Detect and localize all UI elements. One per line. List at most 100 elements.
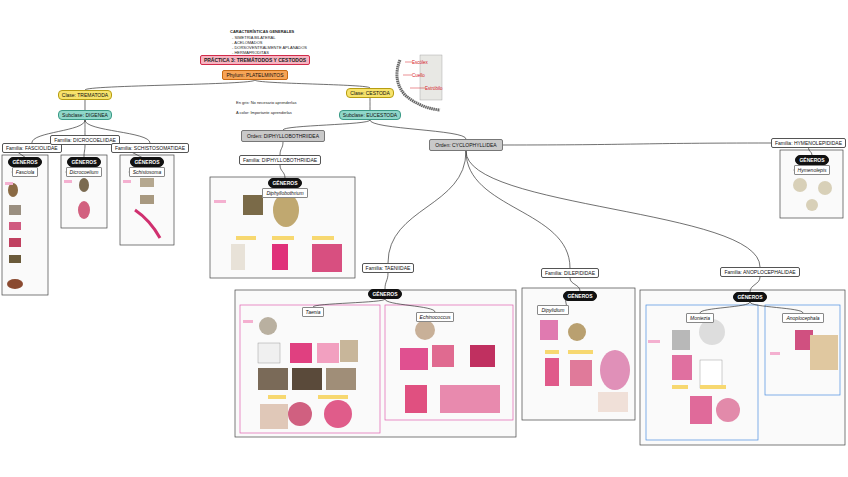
connector — [255, 80, 370, 88]
connector — [750, 302, 803, 313]
taxon-label: Familia: FASCIOLIDAE — [6, 145, 58, 151]
taxon-label: Taenia — [306, 309, 321, 315]
taxon-box: Familia: ANOPLOCEPHALIDAE — [720, 267, 799, 277]
taxon-label: GÉNEROS — [272, 180, 297, 186]
taxon-label: Phylum: PLATELMINTOS — [226, 72, 283, 78]
connector — [280, 142, 283, 155]
taxon-label: Fasciola — [16, 169, 35, 175]
taxon-label: Orden: CYCLOPHYLLIDEA — [435, 142, 496, 148]
specimen-images — [7, 178, 838, 429]
note-label: Cuello — [412, 73, 425, 78]
connector — [370, 98, 371, 110]
tag-chips — [5, 180, 780, 399]
taxon-label: GÉNEROS — [799, 157, 824, 163]
note-label: A color: Importante aprenderlas — [236, 110, 292, 115]
connector — [280, 165, 285, 178]
taxon-label: Subclase: DIGENEA — [62, 112, 108, 118]
taxon-box: Taenia — [302, 307, 325, 317]
connector — [809, 148, 812, 155]
taxon-label: Orden: DIPHYLLOBOTHRIIDEA — [247, 133, 319, 139]
taxon-box: Anoplocephala — [782, 313, 823, 323]
taxon-box: GÉNEROS — [563, 291, 596, 301]
taxon-box: Fasciola — [12, 167, 39, 177]
sub-panels — [240, 305, 840, 440]
taxon-box: GÉNEROS — [8, 157, 41, 167]
taxon-label: Dicrocoelium — [70, 169, 99, 175]
taxon-box: Diphyllobothrium — [262, 188, 307, 198]
taxon-box: Subclase: DIGENEA — [58, 110, 112, 120]
note-label: - HERMAFRODITAS — [232, 50, 269, 55]
connector — [84, 100, 85, 110]
taxon-label: GÉNEROS — [372, 291, 397, 297]
taxon-box: GÉNEROS — [368, 289, 401, 299]
taxon-label: Anoplocephala — [786, 315, 819, 321]
taxon-label: Familia: HYMENOLEPIDIDAE — [775, 140, 842, 146]
note-label: En gris: No necesario aprenderlas — [236, 100, 296, 105]
taxon-box: Clase: CESTODA — [346, 88, 394, 98]
taxon-box: GÉNEROS — [268, 178, 301, 188]
taxon-box: Orden: DIPHYLLOBOTHRIIDEA — [241, 130, 325, 142]
note-label: CARACTERÍSTICAS GENERALES — [230, 29, 294, 34]
taxon-box: Familia: SCHISTOSOMATIDAE — [111, 143, 189, 153]
taxon-label: Familia: DILEPIDIDAE — [545, 270, 595, 276]
taxon-label: PRÁCTICA 3: TREMÁTODOS Y CESTODOS — [204, 57, 306, 63]
taxon-label: Echinococcus — [420, 314, 451, 320]
connector — [370, 120, 466, 139]
connector — [385, 299, 435, 312]
taxon-label: Familia: DIPHYLLOBOTHRIIDAE — [243, 157, 317, 163]
taxon-label: Diphyllobothrium — [266, 190, 303, 196]
note-label: - SIMETRÍA BILATERAL — [232, 35, 276, 40]
taxon-box: Phylum: PLATELMINTOS — [222, 70, 287, 80]
connector — [570, 278, 580, 291]
taxon-box: GÉNEROS — [795, 155, 828, 165]
taxon-label: Familia: DICROCOELIIDAE — [54, 137, 116, 143]
note-label: Estróbilo — [425, 86, 443, 91]
taxon-label: Clase: CESTODA — [350, 90, 390, 96]
taxon-label: GÉNEROS — [134, 159, 159, 165]
taxon-box: Dicrocoelium — [66, 167, 103, 177]
taxon-box: Familia: HYMENOLEPIDIDAE — [771, 138, 846, 148]
connector — [385, 273, 388, 289]
note-label: Escólex — [412, 60, 428, 65]
connector — [750, 277, 760, 292]
taxon-box: Familia: DIPHYLLOBOTHRIIDAE — [239, 155, 321, 165]
connector — [313, 299, 385, 307]
connector — [388, 151, 466, 263]
taxon-label: GÉNEROS — [567, 293, 592, 299]
cestode-figure — [397, 55, 442, 110]
taxon-label: Familia: ANOPLOCEPHALIDAE — [724, 269, 795, 275]
taxon-label: GÉNEROS — [71, 159, 96, 165]
genus-panels — [2, 150, 845, 445]
note-label: - DORSOVENTRALMENTE APLANADOS — [232, 45, 307, 50]
connector — [700, 302, 750, 313]
taxon-box: Familia: DICROCOELIIDAE — [50, 135, 120, 145]
connector — [503, 143, 771, 145]
taxon-box: GÉNEROS — [733, 292, 766, 302]
taxon-label: Dipylidium — [541, 307, 564, 313]
taxon-box: Clase: TREMATODA — [58, 90, 112, 100]
taxon-box: GÉNEROS — [67, 157, 100, 167]
taxon-label: Familia: TAENIIDAE — [366, 265, 411, 271]
taxon-label: GÉNEROS — [12, 159, 37, 165]
note-label: - ACELOMADOS — [232, 40, 262, 45]
taxon-box: Hymenolepis — [794, 165, 831, 175]
taxon-box: Familia: TAENIIDAE — [362, 263, 415, 273]
connector — [84, 145, 85, 157]
connector — [466, 151, 760, 267]
taxon-box: Familia: DILEPIDIDAE — [541, 268, 599, 278]
taxon-box: GÉNEROS — [130, 157, 163, 167]
taxon-label: Clase: TREMATODA — [62, 92, 108, 98]
taxon-box: PRÁCTICA 3: TREMÁTODOS Y CESTODOS — [200, 55, 310, 65]
taxon-label: Schistosoma — [133, 169, 162, 175]
taxon-box: Orden: CYCLOPHYLLIDEA — [429, 139, 502, 151]
taxon-box: Dipylidium — [537, 305, 568, 315]
connector — [85, 80, 255, 90]
taxon-label: Moniezia — [690, 315, 710, 321]
taxon-box: Subclase: EUCESTODA — [339, 110, 401, 120]
connector — [283, 120, 370, 130]
connector — [466, 151, 570, 268]
taxon-label: Familia: SCHISTOSOMATIDAE — [115, 145, 185, 151]
